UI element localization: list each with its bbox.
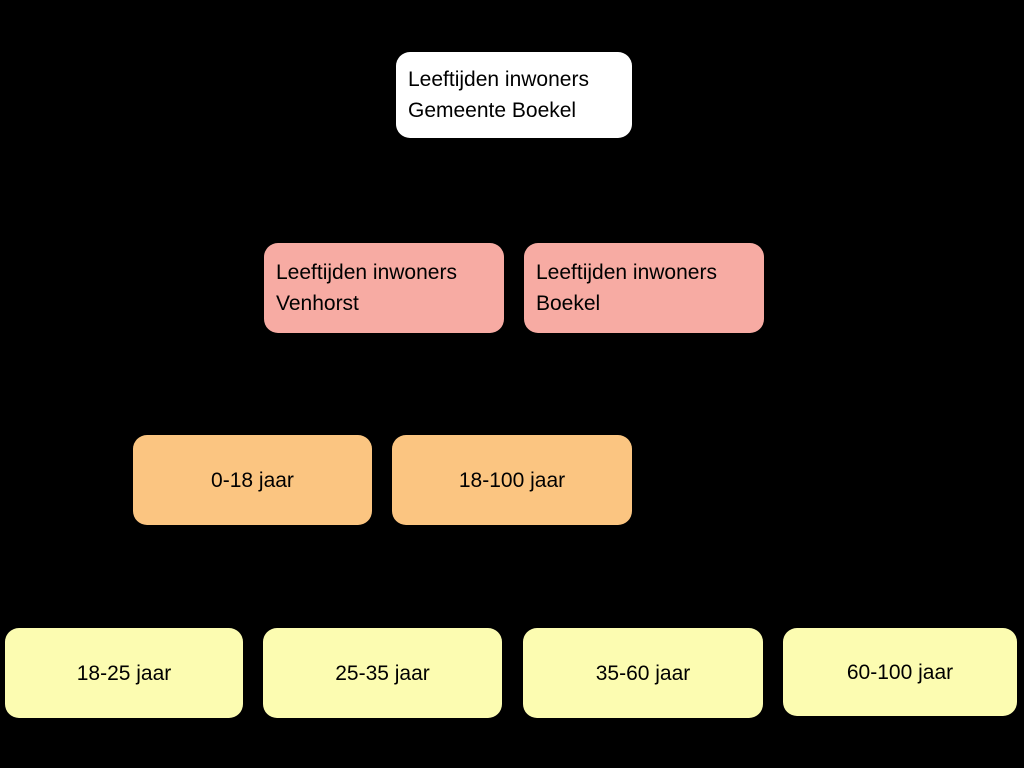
node-18-100-jaar: 18-100 jaar	[392, 435, 632, 525]
node-label: 25-35 jaar	[335, 661, 430, 685]
node-label-line2: Gemeente Boekel	[408, 99, 577, 122]
node-35-60-jaar: 35-60 jaar	[523, 628, 763, 718]
node-venhorst: Leeftijden inwoners Venhorst	[264, 243, 504, 333]
node-label-line1: Leeftijden inwoners	[276, 261, 457, 284]
node-label: 18-100 jaar	[458, 468, 566, 492]
node-label: 18-25 jaar	[76, 661, 172, 685]
node-label-line2: Boekel	[536, 292, 601, 315]
node-60-100-jaar: 60-100 jaar	[783, 628, 1017, 716]
node-gemeente-boekel: Leeftijden inwoners Gemeente Boekel	[396, 52, 632, 138]
node-18-25-jaar: 18-25 jaar	[5, 628, 243, 718]
node-label-line1: Leeftijden inwoners	[408, 68, 589, 91]
node-label: 60-100 jaar	[846, 660, 954, 684]
node-label-line1: Leeftijden inwoners	[536, 261, 717, 284]
node-label: 0-18 jaar	[211, 468, 294, 492]
node-0-18-jaar: 0-18 jaar	[133, 435, 372, 525]
node-boekel: Leeftijden inwoners Boekel	[524, 243, 764, 333]
node-label: 35-60 jaar	[595, 661, 691, 685]
node-label-line2: Venhorst	[276, 292, 359, 315]
node-25-35-jaar: 25-35 jaar	[263, 628, 502, 718]
